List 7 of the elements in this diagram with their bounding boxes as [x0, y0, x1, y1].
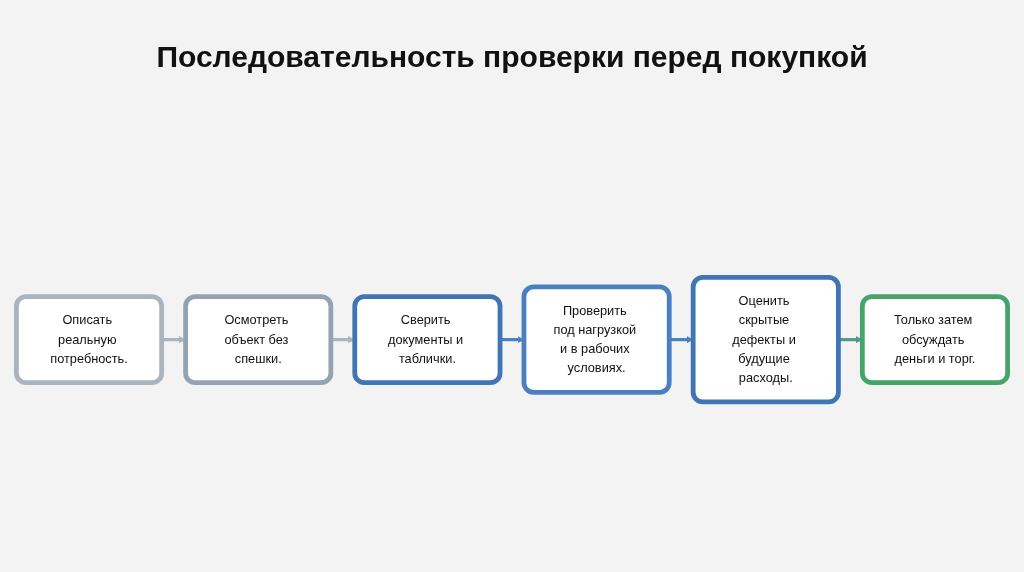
- node-box: Сверить документы и таблички.: [352, 294, 503, 386]
- node-box: Осмотреть объект без спешки.: [183, 294, 334, 386]
- node-box: Только затем обсуждать деньги и торг.: [859, 294, 1010, 386]
- node-box: Оценить скрытые дефекты и будущие расходы.: [690, 275, 841, 405]
- node-box: Проверить под нагрузкой и в рабочих условиях.: [521, 284, 672, 396]
- title: Последовательность проверки перед покупкой: [155, 39, 869, 74]
- node-box: Описать реальную потребность.: [14, 294, 165, 386]
